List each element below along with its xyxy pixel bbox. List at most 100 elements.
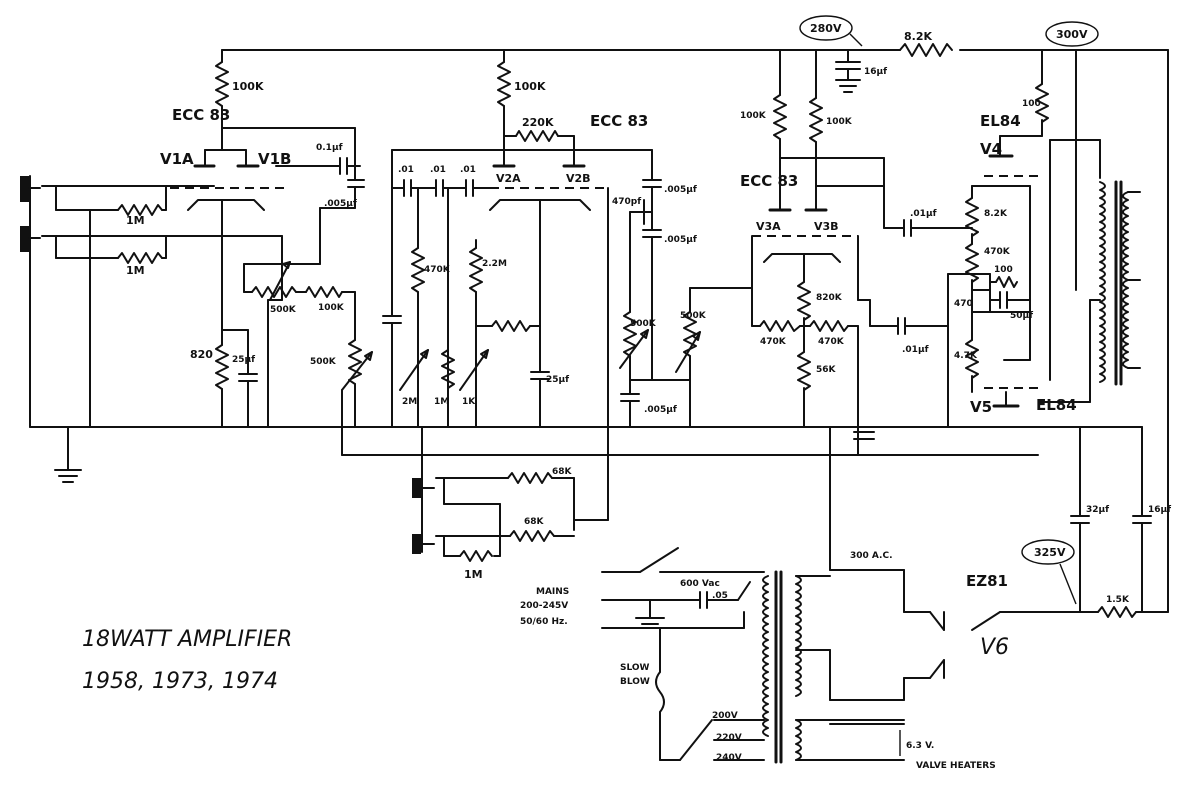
- r-68k-b-label: 68K: [524, 517, 545, 527]
- r-8k2-grid-label: 8.2K: [984, 209, 1008, 219]
- v5-type-label: EL84: [1036, 396, 1077, 414]
- c-470pf-label: 470pf: [612, 197, 641, 207]
- pot-500k-b-label: 500K: [310, 357, 337, 367]
- secondary-label: 300 A.C.: [850, 551, 893, 561]
- mains-cap-value-label: .05: [712, 591, 728, 601]
- pot-500k-c-label: 500K: [630, 319, 657, 329]
- r-100-v4-label: 100: [1022, 99, 1041, 109]
- v3a-label: V3A: [756, 220, 781, 233]
- v3b-label: V3B: [814, 220, 839, 233]
- r-68k-a-label: 68K: [552, 467, 573, 477]
- c-005-v2a-label: .005µf: [664, 185, 697, 195]
- v1a-label: V1A: [160, 150, 194, 168]
- c-01-c-label: .01: [460, 165, 476, 175]
- power-transformer: [762, 570, 905, 764]
- c-01uf-v5-label: .01µf: [902, 345, 929, 355]
- r-470k-pi-a-label: 470K: [760, 337, 787, 347]
- fuse-label-1: SLOW: [620, 663, 650, 673]
- heater-voltage-label: 6.3 V.: [906, 741, 934, 751]
- c-005-v1-label: .005µf: [324, 199, 357, 209]
- c-005-tone-label: .005µf: [644, 405, 677, 415]
- ground-symbol: [54, 426, 82, 483]
- r-8k2-supply-label: 8.2K: [904, 30, 932, 43]
- mains-label-3: 50/60 Hz.: [520, 617, 568, 627]
- tap-220-label: 220V: [716, 733, 742, 743]
- v5-label: V5: [970, 398, 992, 416]
- v3-stage: [751, 49, 949, 428]
- c-01-a-label: .01: [398, 165, 414, 175]
- b-plus-325-label: 325V: [1034, 546, 1066, 559]
- r-47k-label: 4.7K: [954, 351, 978, 361]
- v1-type-label: ECC 83: [172, 106, 230, 124]
- v4-type-label: EL84: [980, 112, 1021, 130]
- mains-cap-label: 600 Vac: [680, 579, 720, 589]
- v4-label: V4: [980, 140, 1002, 158]
- v1b-label: V1B: [258, 150, 291, 168]
- pot-1m-label: 1M: [434, 397, 449, 407]
- r-100k-v2-label: 100K: [514, 80, 546, 93]
- r-820k-label: 820K: [816, 293, 843, 303]
- output-stage: [883, 49, 1101, 428]
- supply-rail: [221, 43, 1169, 57]
- tone-stack: [619, 149, 753, 428]
- r-470k-grid-label: 470K: [984, 247, 1011, 257]
- c-16uf-label: 16µf: [864, 67, 887, 77]
- pot-500k-d-label: 500K: [680, 311, 707, 321]
- b-plus-300: [1045, 21, 1099, 47]
- r-820-label: 820: [190, 348, 213, 361]
- c-005-v2b-label: .005µf: [664, 235, 697, 245]
- b-plus-300-label: 300V: [1056, 28, 1088, 41]
- output-jacks: [412, 426, 609, 562]
- r-100k-v1-label: 100K: [232, 80, 264, 93]
- mains-input: [601, 547, 765, 761]
- pot-1k-label: 1K: [462, 397, 476, 407]
- v2-type-label: ECC 83: [590, 112, 648, 130]
- r-100-v5-label: 100: [994, 265, 1013, 275]
- v2b-label: V2B: [566, 172, 591, 185]
- filter-280v: [799, 15, 863, 93]
- v1-coupling: [243, 127, 373, 428]
- output-transformer: [1089, 180, 1141, 386]
- r-1m-b-label: 1M: [126, 264, 145, 277]
- c-50uf-label: 50µf: [1010, 311, 1033, 321]
- c-25uf-v1-label: 25µf: [232, 355, 255, 365]
- c-01uf-v4-label: .01µf: [910, 209, 937, 219]
- r-1k5-label: 1.5K: [1106, 595, 1130, 605]
- c-32uf-label: 32µf: [1086, 505, 1109, 515]
- b-plus-280-label: 280V: [810, 22, 842, 35]
- mains-label-2: 200-245V: [520, 601, 568, 611]
- r-56k-label: 56K: [816, 365, 837, 375]
- tap-240-label: 240V: [716, 753, 742, 763]
- r-470k-a-label: 470K: [424, 265, 451, 275]
- r-100k-mix-label: 100K: [318, 303, 345, 313]
- schematic-title: 18WATT AMPLIFIER: [82, 627, 292, 652]
- pot-500k-a-label: 500K: [270, 305, 297, 315]
- input-jack-2: [20, 226, 283, 264]
- r-22m-label: 2.2M: [482, 259, 507, 269]
- c-01-b-label: .01: [430, 165, 446, 175]
- v2a-label: V2A: [496, 172, 521, 185]
- c-16uf-b-label: 16µf: [1148, 505, 1171, 515]
- tap-200-label: 200V: [712, 711, 738, 721]
- v3-type-label: ECC 83: [740, 172, 798, 190]
- heater-caption-label: VALVE HEATERS: [916, 761, 996, 771]
- mains-label-1: MAINS: [536, 587, 569, 597]
- r-470-cath-label: 470: [954, 299, 973, 309]
- v2-stage: [382, 49, 653, 428]
- v6-type-label: EZ81: [966, 572, 1008, 590]
- r-1m-c-label: 1M: [464, 568, 483, 581]
- fuse-label-2: BLOW: [620, 677, 650, 687]
- input-jack-1: [20, 176, 215, 216]
- pot-2m-label: 2M: [402, 397, 417, 407]
- r-1m-a-label: 1M: [126, 214, 145, 227]
- c-25uf-v2-label: 25µf: [546, 375, 569, 385]
- r-100k-v3b-label: 100K: [826, 117, 853, 127]
- v1-stage: [170, 49, 356, 428]
- r-470k-pi-b-label: 470K: [818, 337, 845, 347]
- c-01uf-v1-label: 0.1µf: [316, 143, 343, 153]
- ground-rail: [29, 426, 1143, 456]
- schematic-years: 1958, 1973, 1974: [82, 669, 278, 694]
- v6-label: V6: [980, 635, 1009, 660]
- power-supply: [829, 49, 1169, 701]
